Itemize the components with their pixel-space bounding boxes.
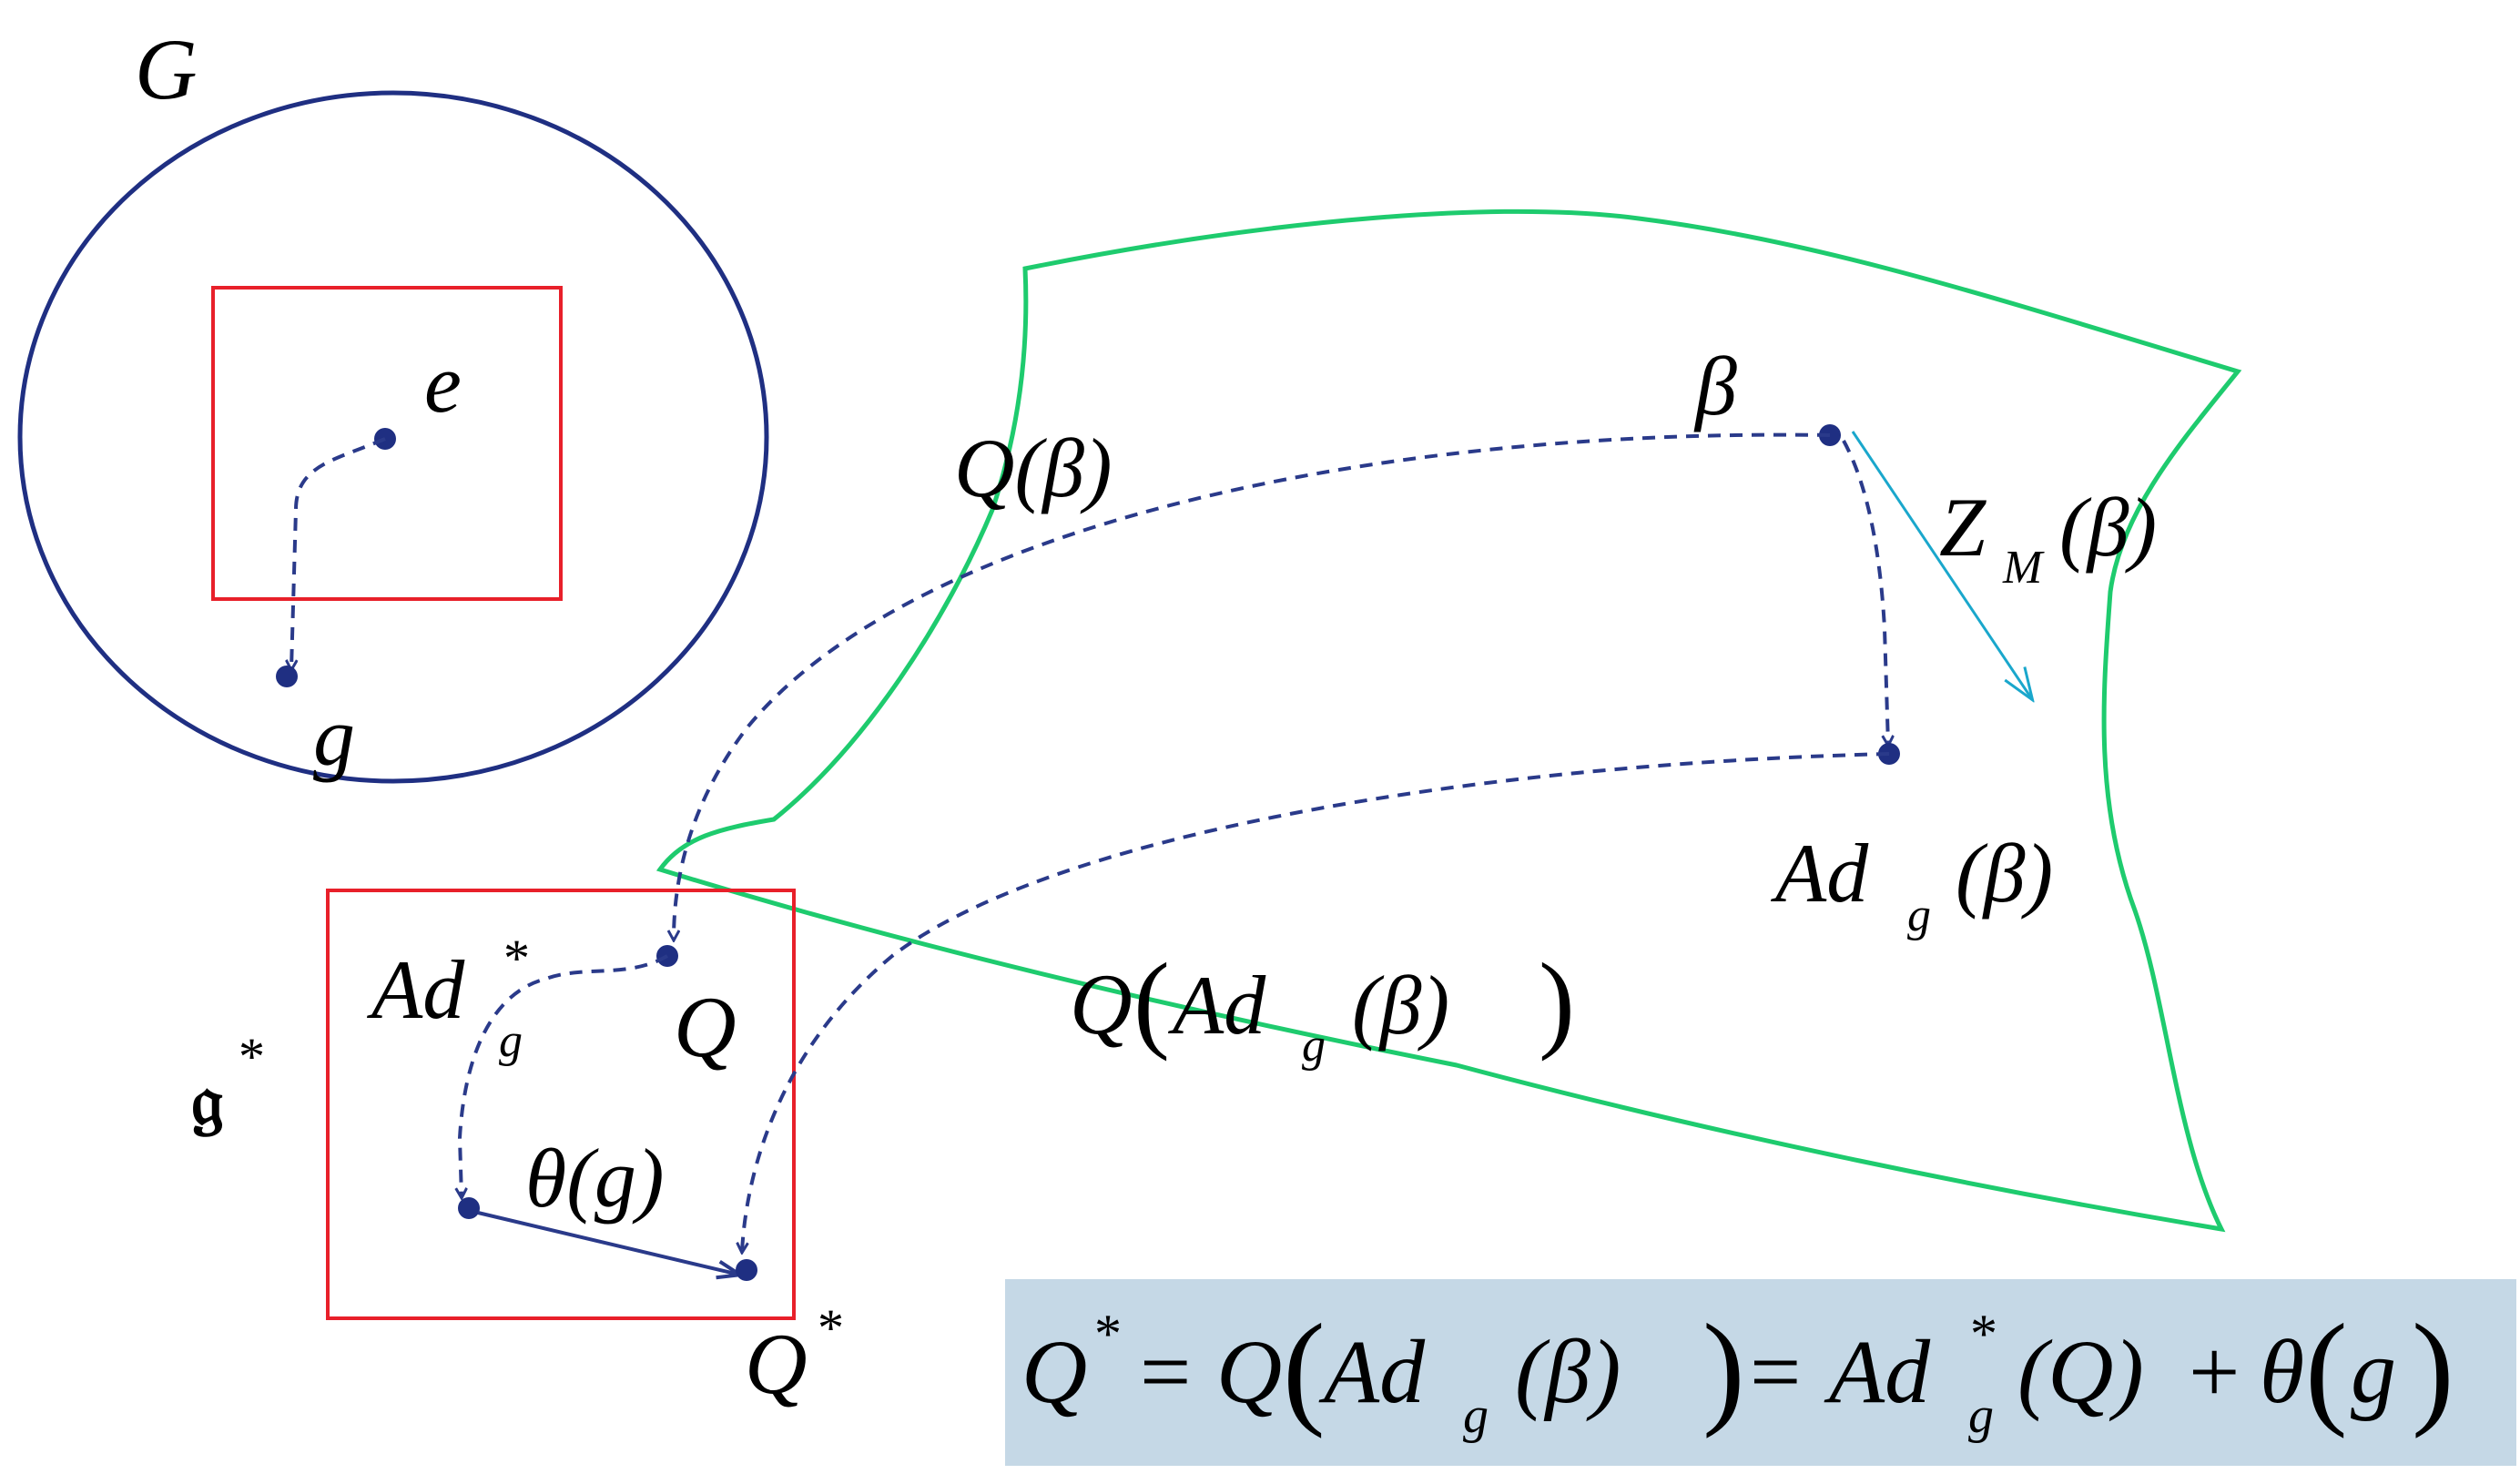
formula-eq1: = xyxy=(1140,1321,1191,1422)
formula-panel: Q * = Q ( Ad g (β) ) = Ad * g (Q) + θ ( … xyxy=(1005,1279,2516,1466)
label-g: g xyxy=(313,690,355,783)
formula-rparen2: ) xyxy=(2412,1298,2454,1439)
dual-lie-algebra-box xyxy=(326,889,796,1320)
label-Adg-star: Ad xyxy=(366,943,465,1036)
formula-beta-arg: (β) xyxy=(1515,1321,1621,1422)
label-Qstar: Q xyxy=(745,1316,808,1412)
label-beta: β xyxy=(1693,340,1737,432)
label-Q-Adg-arg: (β) xyxy=(1352,959,1449,1052)
formula-lhs-star: * xyxy=(1094,1304,1122,1364)
label-G: G xyxy=(135,21,198,117)
label-ZM-arg: (β) xyxy=(2059,481,2157,574)
group-circle xyxy=(17,90,769,784)
point-g xyxy=(276,666,298,687)
identity-neighborhood-box xyxy=(211,286,563,601)
formula-Ad: Ad xyxy=(1318,1321,1426,1422)
path-beta-to-Adg-beta xyxy=(1842,440,1888,745)
label-theta: θ(g) xyxy=(525,1132,664,1225)
formula-Q: Q xyxy=(1216,1321,1282,1422)
label-Q-Adg-Q: Q xyxy=(1070,956,1133,1052)
label-ZM-sub: M xyxy=(2002,542,2045,594)
formula-star: * xyxy=(1970,1304,1997,1364)
point-AdgStar-Q xyxy=(458,1197,480,1219)
label-frak-g-star: * xyxy=(239,1027,265,1086)
label-Q-Adg-sub: g xyxy=(1302,1020,1326,1072)
formula-g-sub: g xyxy=(1463,1387,1489,1444)
label-Qstar-sup: * xyxy=(818,1298,844,1357)
point-Qstar xyxy=(736,1259,757,1281)
path-Adg-beta-to-Qstar xyxy=(742,752,1890,1252)
formula-plus: + xyxy=(2189,1321,2240,1422)
formula-theta: θ xyxy=(2260,1321,2304,1422)
formula-Ad2: Ad xyxy=(1824,1321,1931,1422)
coadjoint-orbit-manifold xyxy=(655,208,2242,1233)
label-Q-Adg-lparen: ( xyxy=(1133,940,1170,1062)
path-beta-to-Q xyxy=(674,432,1831,940)
path-Q-to-AdgStar-Q xyxy=(460,954,669,1197)
label-Adg-star-sub: g xyxy=(499,1015,523,1067)
formula-lparen2: ( xyxy=(2305,1298,2348,1439)
formula-lhs: Q xyxy=(1021,1321,1087,1422)
label-Adg-beta-arg: (β) xyxy=(1956,827,2053,920)
tangent-vector-ZM xyxy=(1851,431,2032,699)
label-Q-beta: Q(β) xyxy=(954,422,1113,514)
cocycle-arrow-theta xyxy=(477,1211,739,1275)
label-frak-g: 𝔤 xyxy=(191,1056,224,1142)
formula-rparen1: ) xyxy=(1702,1298,1745,1439)
formula-g-sub2: g xyxy=(1968,1387,1994,1444)
label-Adg-beta-sub: g xyxy=(1907,889,1931,941)
formula-g-arg: g xyxy=(2351,1321,2396,1422)
formula-lparen1: ( xyxy=(1283,1298,1326,1439)
label-Adg-beta: Ad xyxy=(1770,827,1869,920)
label-ZM: Z xyxy=(1939,481,1987,574)
label-Q-Adg-main: Ad xyxy=(1167,959,1266,1052)
label-e: e xyxy=(424,337,462,430)
label-Adg-star-sup: * xyxy=(503,929,530,988)
formula-eq2: = xyxy=(1750,1321,1801,1422)
path-e-to-g xyxy=(291,437,386,669)
formula-Q-arg: (Q) xyxy=(2017,1321,2144,1422)
label-Q-Adg-rparen: ) xyxy=(1539,940,1575,1062)
label-Q: Q xyxy=(674,979,737,1075)
